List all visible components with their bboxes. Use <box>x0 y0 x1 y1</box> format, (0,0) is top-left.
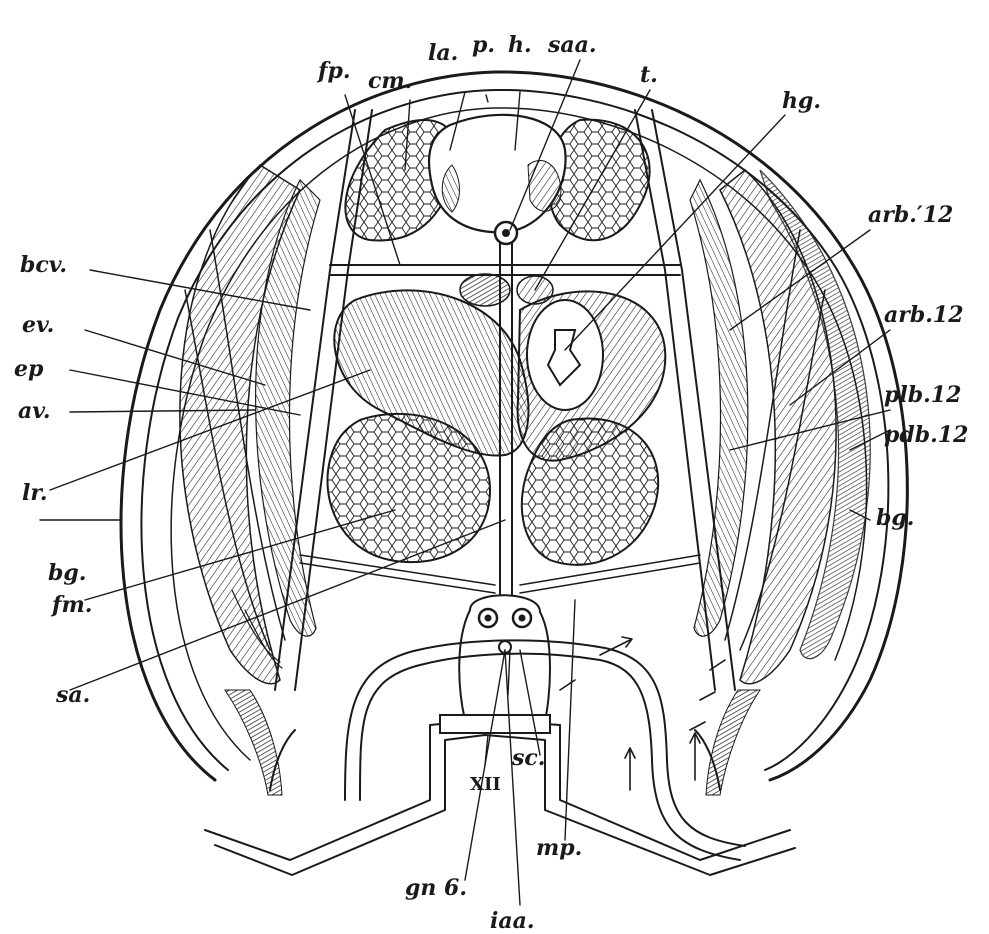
label-pdb-12: pdb.12 <box>884 422 968 448</box>
label-av: av. <box>18 398 50 424</box>
label-plb-12: plb.12 <box>884 382 961 408</box>
muscle-fm-right <box>522 418 658 564</box>
label-lr: lr. <box>22 480 48 506</box>
heart-h <box>429 115 566 232</box>
label-sc: sc. <box>511 745 545 771</box>
flow-arrows <box>560 637 725 790</box>
label-gn6: gn 6. <box>405 875 467 901</box>
ventral-organ-sc <box>459 595 550 720</box>
label-xii: XII <box>470 774 501 795</box>
tissue-t <box>460 274 553 306</box>
muscle-fm-left <box>328 414 491 562</box>
label-ev: ev. <box>22 312 54 338</box>
label-iaa: iaa. <box>490 908 535 934</box>
label-fm: fm. <box>50 592 92 618</box>
label-arb-12: arb.12 <box>884 302 964 328</box>
label-mp: mp. <box>536 835 582 861</box>
label-h: h. <box>508 32 532 58</box>
label-saa: saa. <box>547 32 597 58</box>
left-gill <box>180 165 320 684</box>
label-la: la. <box>428 40 458 66</box>
label-sa: sa. <box>55 682 90 708</box>
label-ep: ep <box>14 356 44 382</box>
label-p: p. <box>472 32 495 58</box>
label-hg: hg. <box>782 88 821 114</box>
hindgut-hg <box>527 300 603 410</box>
label-cm: cm. <box>368 68 412 94</box>
label-t: t. <box>640 62 658 88</box>
label-bcv: bcv. <box>20 252 67 278</box>
label-bg-right: bg. <box>876 505 914 531</box>
label-arb-prime-12: arb.′12 <box>868 202 953 228</box>
label-bg-left: bg. <box>48 560 86 586</box>
label-fp: fp. <box>316 58 351 84</box>
